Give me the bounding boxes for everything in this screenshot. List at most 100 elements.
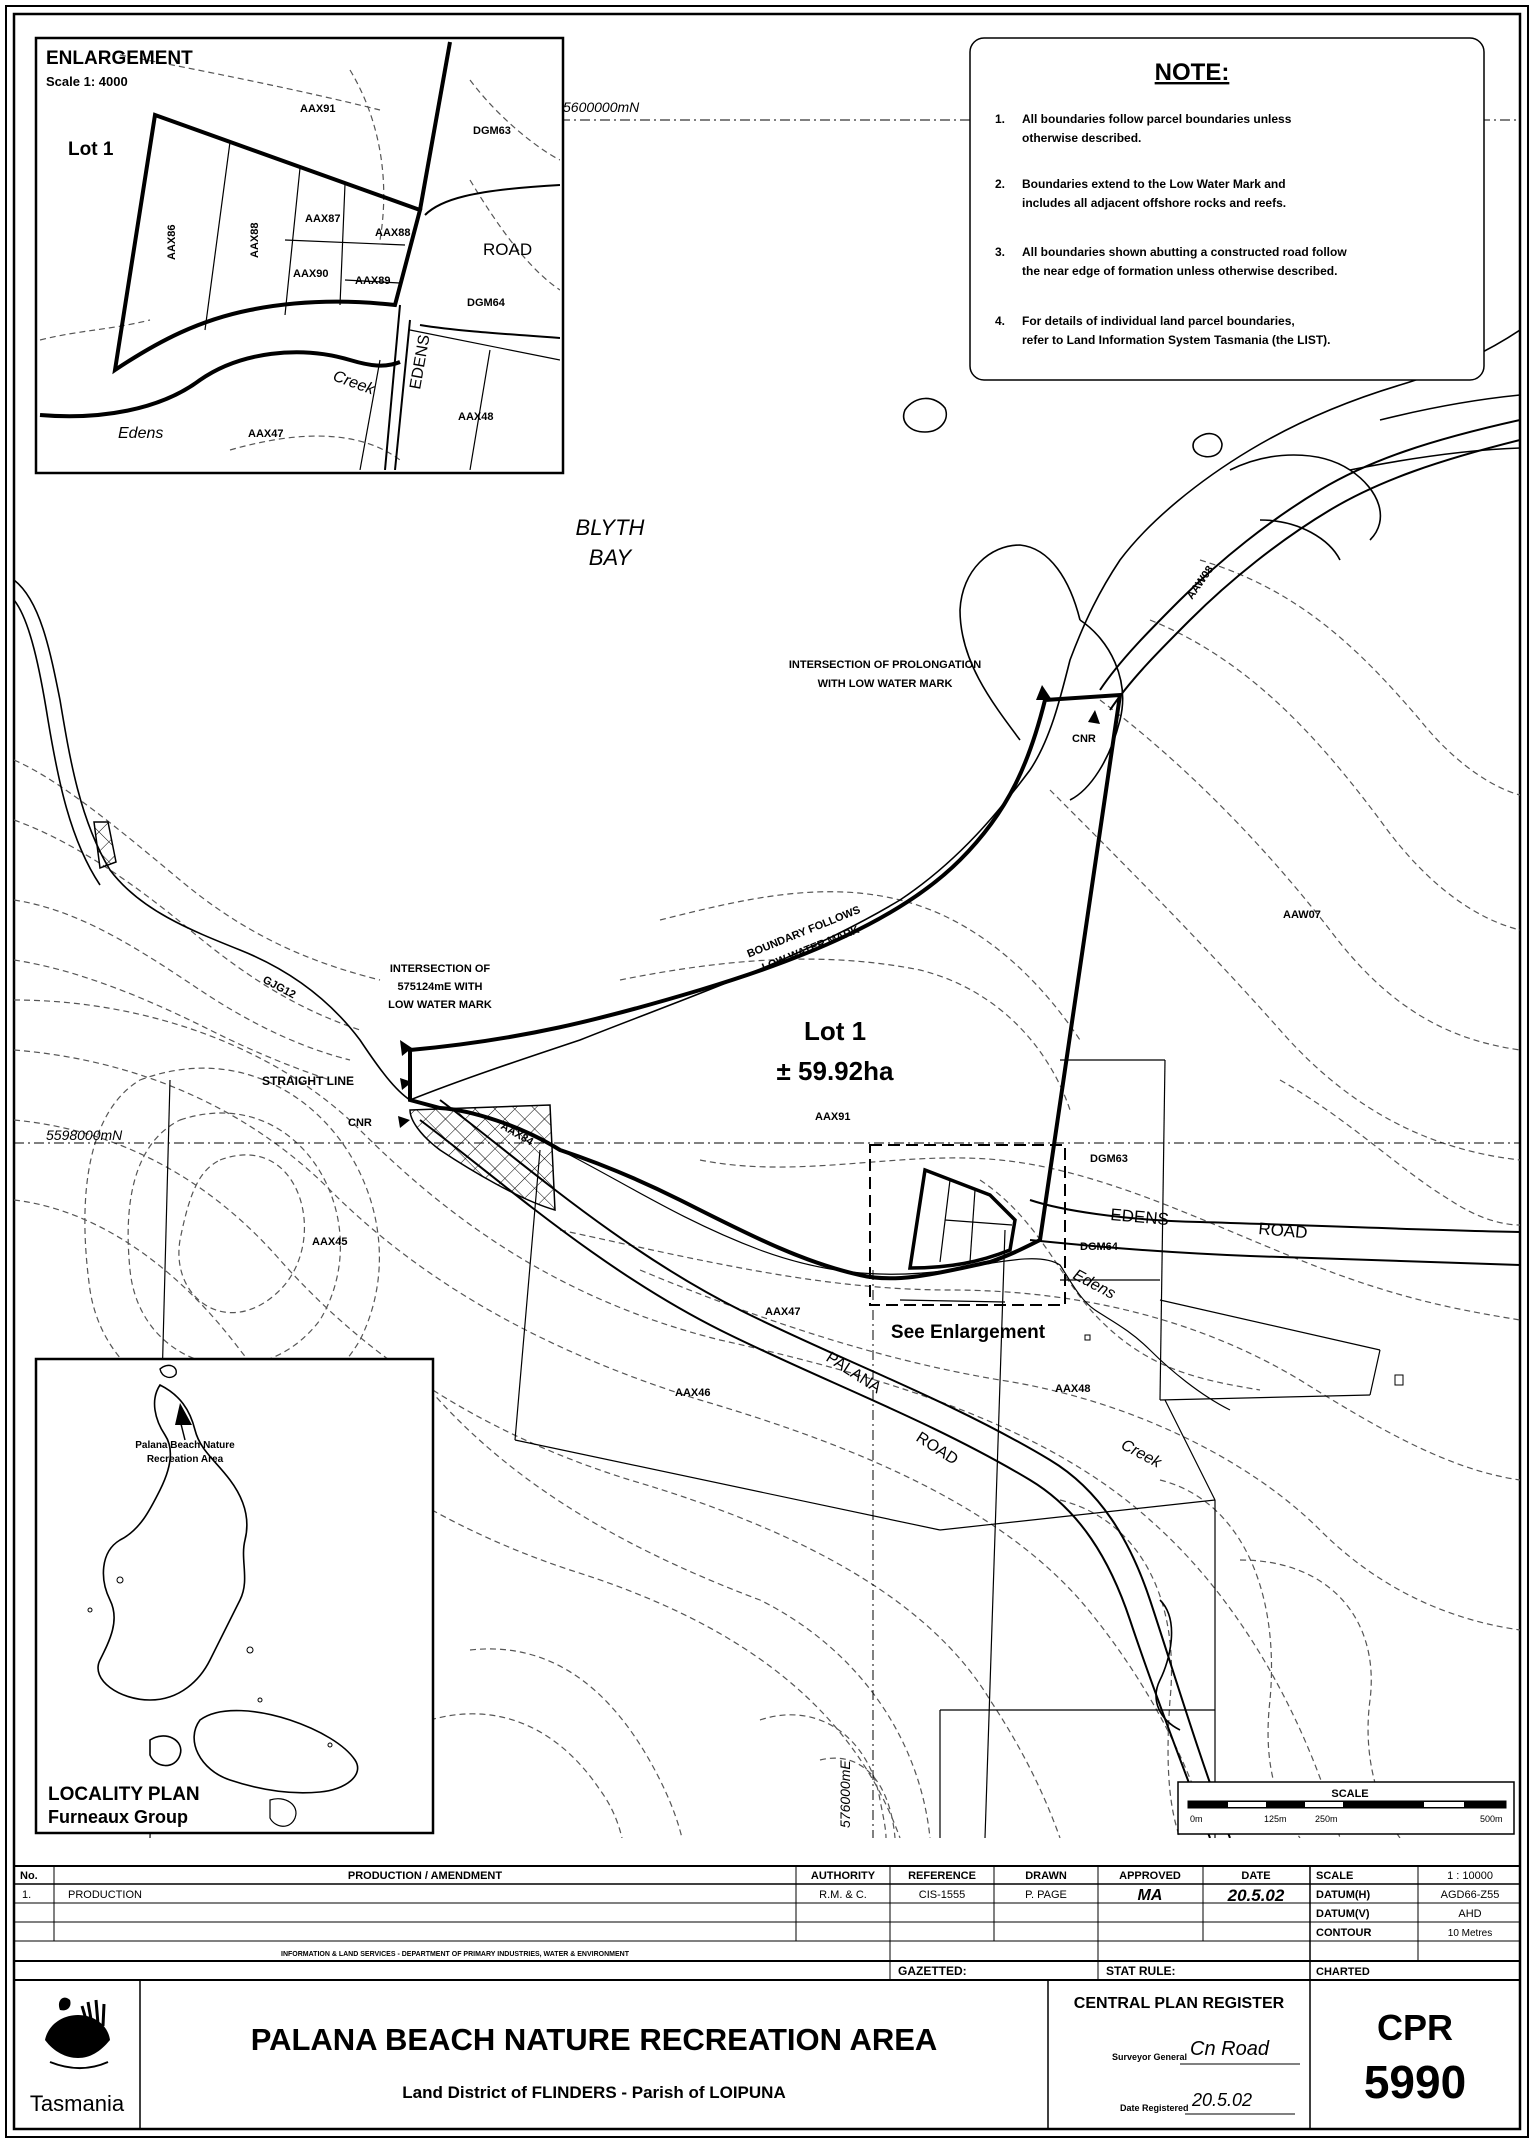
enlargement-lot: Lot 1 [68,139,114,160]
easting-label: 576000mE [837,1760,853,1828]
tasmania-logo [45,1997,110,2069]
edens-road-label-1: EDENS [1110,1205,1170,1229]
surveyor-signature: Cn Road [1190,2038,1270,2060]
note-3-line2: the near edge of formation unless otherw… [1022,264,1337,278]
surveyor-general-label: Surveyor General [1112,2052,1187,2062]
enl-aax86: AAX86 [166,225,178,260]
parcel-aaw08: AAW08 [1185,564,1217,602]
note-2-num: 2. [995,177,1005,191]
locality-callout-line1: Palana Beach Nature [135,1440,235,1451]
intersection-prolongation-line2: WITH LOW WATER MARK [818,678,953,690]
enl-dgm64: DGM64 [467,297,506,309]
stat-rule-label: STAT RULE: [1106,1964,1176,1978]
enl-aax89: AAX89 [355,275,390,287]
note-3-line1: All boundaries shown abutting a construc… [1022,245,1347,259]
note-3-num: 3. [995,245,1005,259]
scale-tick-500: 500m [1480,1814,1503,1824]
arrow-easting [400,1040,412,1056]
cnr-label-1: CNR [1072,733,1096,745]
enl-aax88-b: AAX88 [375,227,410,239]
enl-edens-creek: Edens [118,425,163,442]
outer-border [5,5,1529,2138]
date-registered-value: 20.5.02 [1191,2090,1252,2110]
th-drawn: DRAWN [1025,1870,1067,1882]
parcel-boundaries [149,1059,1381,1838]
side-charted-label: CHARTED [1316,1966,1370,1978]
palana-road-label-2: ROAD [913,1429,961,1468]
note-title: NOTE: [1155,59,1230,86]
northing-label-mid: 5598000mN [46,1127,123,1143]
lot-label: Lot 1 [804,1016,866,1046]
side-contour-label: CONTOUR [1316,1927,1371,1939]
cnr-label-2: CNR [348,1117,372,1129]
arrow-cnr-2 [398,1116,410,1128]
side-datum-v-value: AHD [1458,1908,1481,1920]
lot-area: ± 59.92ha [777,1056,894,1086]
edens-road-label-2: ROAD [1258,1219,1309,1242]
note-2-line1: Boundaries extend to the Low Water Mark … [1022,177,1286,191]
enl-aax87: AAX87 [305,213,340,225]
central-plan-register: CENTRAL PLAN REGISTER [1074,1995,1285,2012]
cpr-number: 5990 [1364,2056,1466,2108]
arrow-straight-line [400,1078,412,1090]
th-production: PRODUCTION / AMENDMENT [348,1870,502,1882]
side-contour-value: 10 Metres [1448,1928,1492,1939]
parcel-aax45: AAX45 [312,1236,347,1248]
locality-labels: Palana Beach Nature Recreation Area LOCA… [48,1440,235,1827]
parcel-aax46: AAX46 [675,1387,710,1399]
scale-bar-fill [1188,1801,1506,1808]
parcel-aax47: AAX47 [765,1306,800,1318]
plan-subtitle: Land District of FLINDERS - Parish of LO… [402,2083,785,2102]
th-reference: REFERENCE [908,1870,976,1882]
arrow-cnr-1 [1088,710,1100,724]
agency-wordmark: Tasmania [30,2091,125,2116]
intersection-easting-line2: 575124mE WITH [398,981,483,993]
arrow-prolongation [1036,685,1052,700]
dept-line: INFORMATION & LAND SERVICES - DEPARTMENT… [281,1951,630,1958]
row-1-reference: CIS-1555 [919,1889,965,1901]
note-content: NOTE: 1. All boundaries follow parcel bo… [995,59,1347,347]
scale-bar-title: SCALE [1331,1788,1368,1800]
note-1-line2: otherwise described. [1022,131,1141,145]
row-1-desc: PRODUCTION [68,1889,142,1901]
side-datum-h-value: AGD66-Z55 [1441,1889,1500,1901]
edens-creek-label-1: Edens [1070,1267,1118,1303]
note-1-line1: All boundaries follow parcel boundaries … [1022,112,1292,126]
th-no: No. [20,1870,38,1882]
th-date: DATE [1241,1870,1270,1882]
note-box [969,37,1485,381]
parcel-aaw07: AAW07 [1283,909,1321,921]
note-4-num: 4. [995,314,1005,328]
locality-plan [34,1357,435,1835]
side-scale-value: 1 : 10000 [1447,1870,1493,1882]
side-datum-h-label: DATUM(H) [1316,1889,1371,1901]
edens-creek-label-2: Creek [1118,1437,1165,1473]
note-2-line2: includes all adjacent offshore rocks and… [1022,196,1286,210]
northing-label-top: 5600000mN [563,99,640,115]
parcel-aax91: AAX91 [815,1111,850,1123]
note-4-line2: refer to Land Information System Tasmani… [1022,333,1331,347]
row-1-date: 20.5.02 [1227,1886,1285,1905]
hatched-parcel-north [93,821,117,870]
roads [419,419,1520,1838]
th-authority: AUTHORITY [811,1870,876,1882]
scale-bar: SCALE 0m 125m 250m 500m [1187,1788,1507,1824]
scale-tick-125: 125m [1264,1814,1287,1824]
bay-label-line1: BLYTH [576,515,645,540]
bay-label-line2: BAY [589,545,633,570]
th-approved: APPROVED [1119,1870,1181,1882]
parcel-dgm64: DGM64 [1080,1241,1119,1253]
enlargement-drawing [39,41,560,470]
side-scale-label: SCALE [1316,1870,1353,1882]
intersection-easting-line3: LOW WATER MARK [388,999,492,1011]
enlargement-box [869,1144,1066,1306]
revision-table: No. PRODUCTION / AMENDMENT AUTHORITY REF… [13,1865,1521,1981]
lot-1-boundary [408,692,1123,1281]
enlargement-title: ENLARGEMENT [46,48,193,69]
enl-road: ROAD [483,240,532,259]
intersection-easting-line1: INTERSECTION OF [390,963,491,975]
note-4-line1: For details of individual land parcel bo… [1022,314,1295,328]
intersection-prolongation-line1: INTERSECTION OF PROLONGATION [789,659,981,671]
scale-tick-0: 0m [1190,1814,1203,1824]
